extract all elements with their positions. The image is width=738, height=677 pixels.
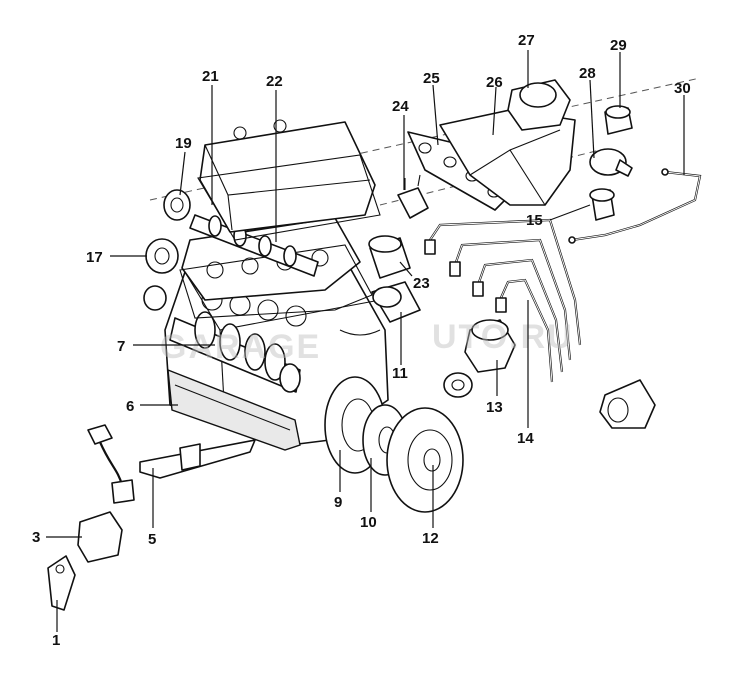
vacuum-pipe[interactable] — [568, 168, 702, 244]
mount-arm[interactable] — [47, 555, 76, 611]
pressure-sensor[interactable] — [604, 105, 633, 135]
callout-14: 14 — [517, 430, 534, 447]
callout-30: 30 — [674, 80, 691, 97]
callout-25: 25 — [423, 70, 440, 87]
crankshaft[interactable] — [169, 311, 301, 393]
distributor-cap[interactable] — [443, 372, 473, 398]
callout-5: 5 — [148, 531, 156, 548]
callout-7: 7 — [117, 338, 125, 355]
callout-labels: 1 3 5 6 7 9 10 11 12 13 14 15 17 19 21 2… — [32, 32, 691, 649]
callout-12: 12 — [422, 530, 439, 547]
idle-air-valve[interactable] — [589, 148, 633, 177]
throttle-body[interactable] — [507, 79, 571, 131]
watermark-right: UTO.RU — [432, 318, 574, 356]
callout-22: 22 — [266, 73, 283, 90]
engine-mount-bracket[interactable] — [139, 439, 256, 479]
callout-9: 9 — [334, 494, 342, 511]
callout-19: 19 — [175, 135, 192, 152]
callout-13: 13 — [486, 399, 503, 416]
callout-3: 3 — [32, 529, 40, 546]
crank-pulley[interactable] — [143, 285, 167, 311]
callout-6: 6 — [126, 398, 134, 415]
callout-15: 15 — [526, 212, 543, 229]
callout-23: 23 — [413, 275, 430, 292]
callout-10: 10 — [360, 514, 377, 531]
callout-17: 17 — [86, 249, 103, 266]
ignition-coil[interactable] — [599, 379, 656, 429]
belt-tensioner[interactable] — [145, 238, 179, 274]
timing-pulley[interactable] — [163, 189, 191, 221]
oil-filter[interactable] — [368, 235, 411, 279]
head-gasket — [179, 244, 373, 319]
callout-26: 26 — [486, 74, 503, 91]
starter-motor[interactable] — [371, 281, 421, 323]
temperature-sensor[interactable] — [589, 188, 615, 221]
callout-11: 11 — [392, 365, 408, 382]
sensor-with-lead[interactable] — [87, 424, 135, 504]
oil-pan[interactable] — [167, 368, 301, 451]
callout-24: 24 — [392, 98, 409, 115]
watermark-left: GARAGE — [160, 328, 321, 366]
distributor[interactable] — [464, 319, 516, 373]
injector-valve[interactable] — [397, 174, 429, 219]
leader-lines — [46, 50, 685, 632]
valve-cover-gasket — [197, 154, 381, 241]
callout-21: 21 — [202, 68, 219, 85]
callout-28: 28 — [579, 65, 596, 82]
valve-cover[interactable] — [199, 119, 376, 233]
rubber-mount[interactable] — [77, 511, 123, 563]
callout-1: 1 — [52, 632, 60, 649]
pressure-plate[interactable] — [386, 407, 464, 513]
callout-29: 29 — [610, 37, 627, 54]
callout-27: 27 — [518, 32, 535, 49]
